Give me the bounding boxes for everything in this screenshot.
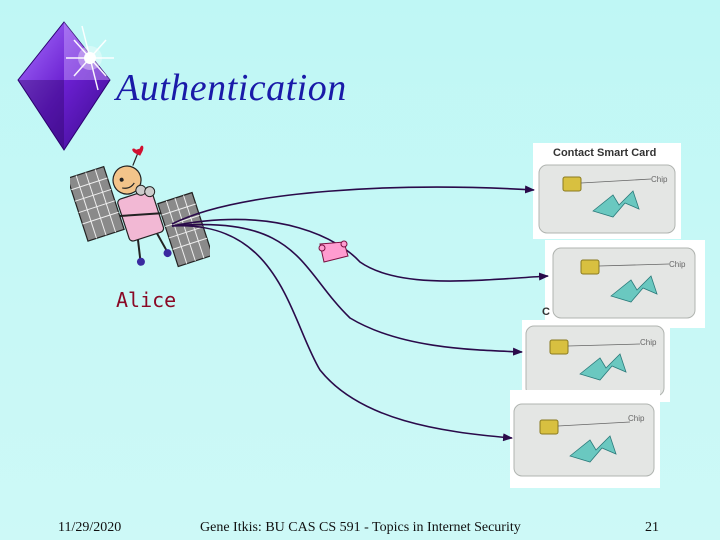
chip-label: Chip [640,338,657,347]
arrow-to-card-4 [171,225,513,442]
chip-label: Chip [651,175,668,184]
smart-card-3: Chip [522,320,670,402]
footer-date: 11/29/2020 [58,520,122,535]
alice-label: Alice [116,288,177,312]
arrow-to-card-1 [171,185,535,225]
arrow-to-card-2 [171,218,549,282]
cutoff-card-header: C [542,306,550,318]
satellite-figure-icon [70,145,210,268]
smart-card-4: Chip [510,390,660,488]
footer-credit: Gene Itkis: BU CAS CS 591 - Topics in In… [200,520,521,535]
smart-card-icon [513,403,655,477]
star-diamond-icon [17,21,114,151]
smart-card-icon [525,325,665,397]
scroll-icon [318,240,349,263]
smart-card-icon [538,164,676,234]
chip-label: Chip [628,414,645,423]
arrow-to-card-3 [171,223,523,356]
smart-card-icon [552,247,696,319]
smart-card-2: Chip [545,240,705,328]
chip-label: Chip [669,260,686,269]
smart-card-1: Contact Smart Card Chip [533,143,681,239]
card-header: Contact Smart Card [553,147,657,159]
slide-title: Authentication [116,67,347,109]
page-number: 21 [645,520,659,535]
